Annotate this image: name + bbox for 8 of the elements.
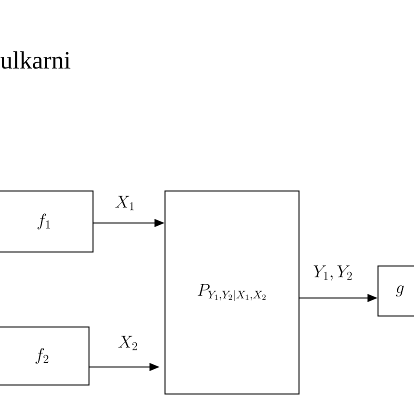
decoder-box: $g$ (378, 266, 414, 316)
edge-label: $Y_1, Y_2$ (314, 265, 352, 281)
author-name: ulkarni (0, 51, 70, 69)
edge-label: $X_2$ (118, 336, 138, 350)
function-box: $f_1$ (0, 190, 94, 252)
function-box: $f_2$ (0, 326, 90, 386)
channel-box: $P_{Y_1,Y_2|X_1,X_2}$ (164, 190, 300, 394)
edge-label: $X_1$ (115, 196, 134, 210)
